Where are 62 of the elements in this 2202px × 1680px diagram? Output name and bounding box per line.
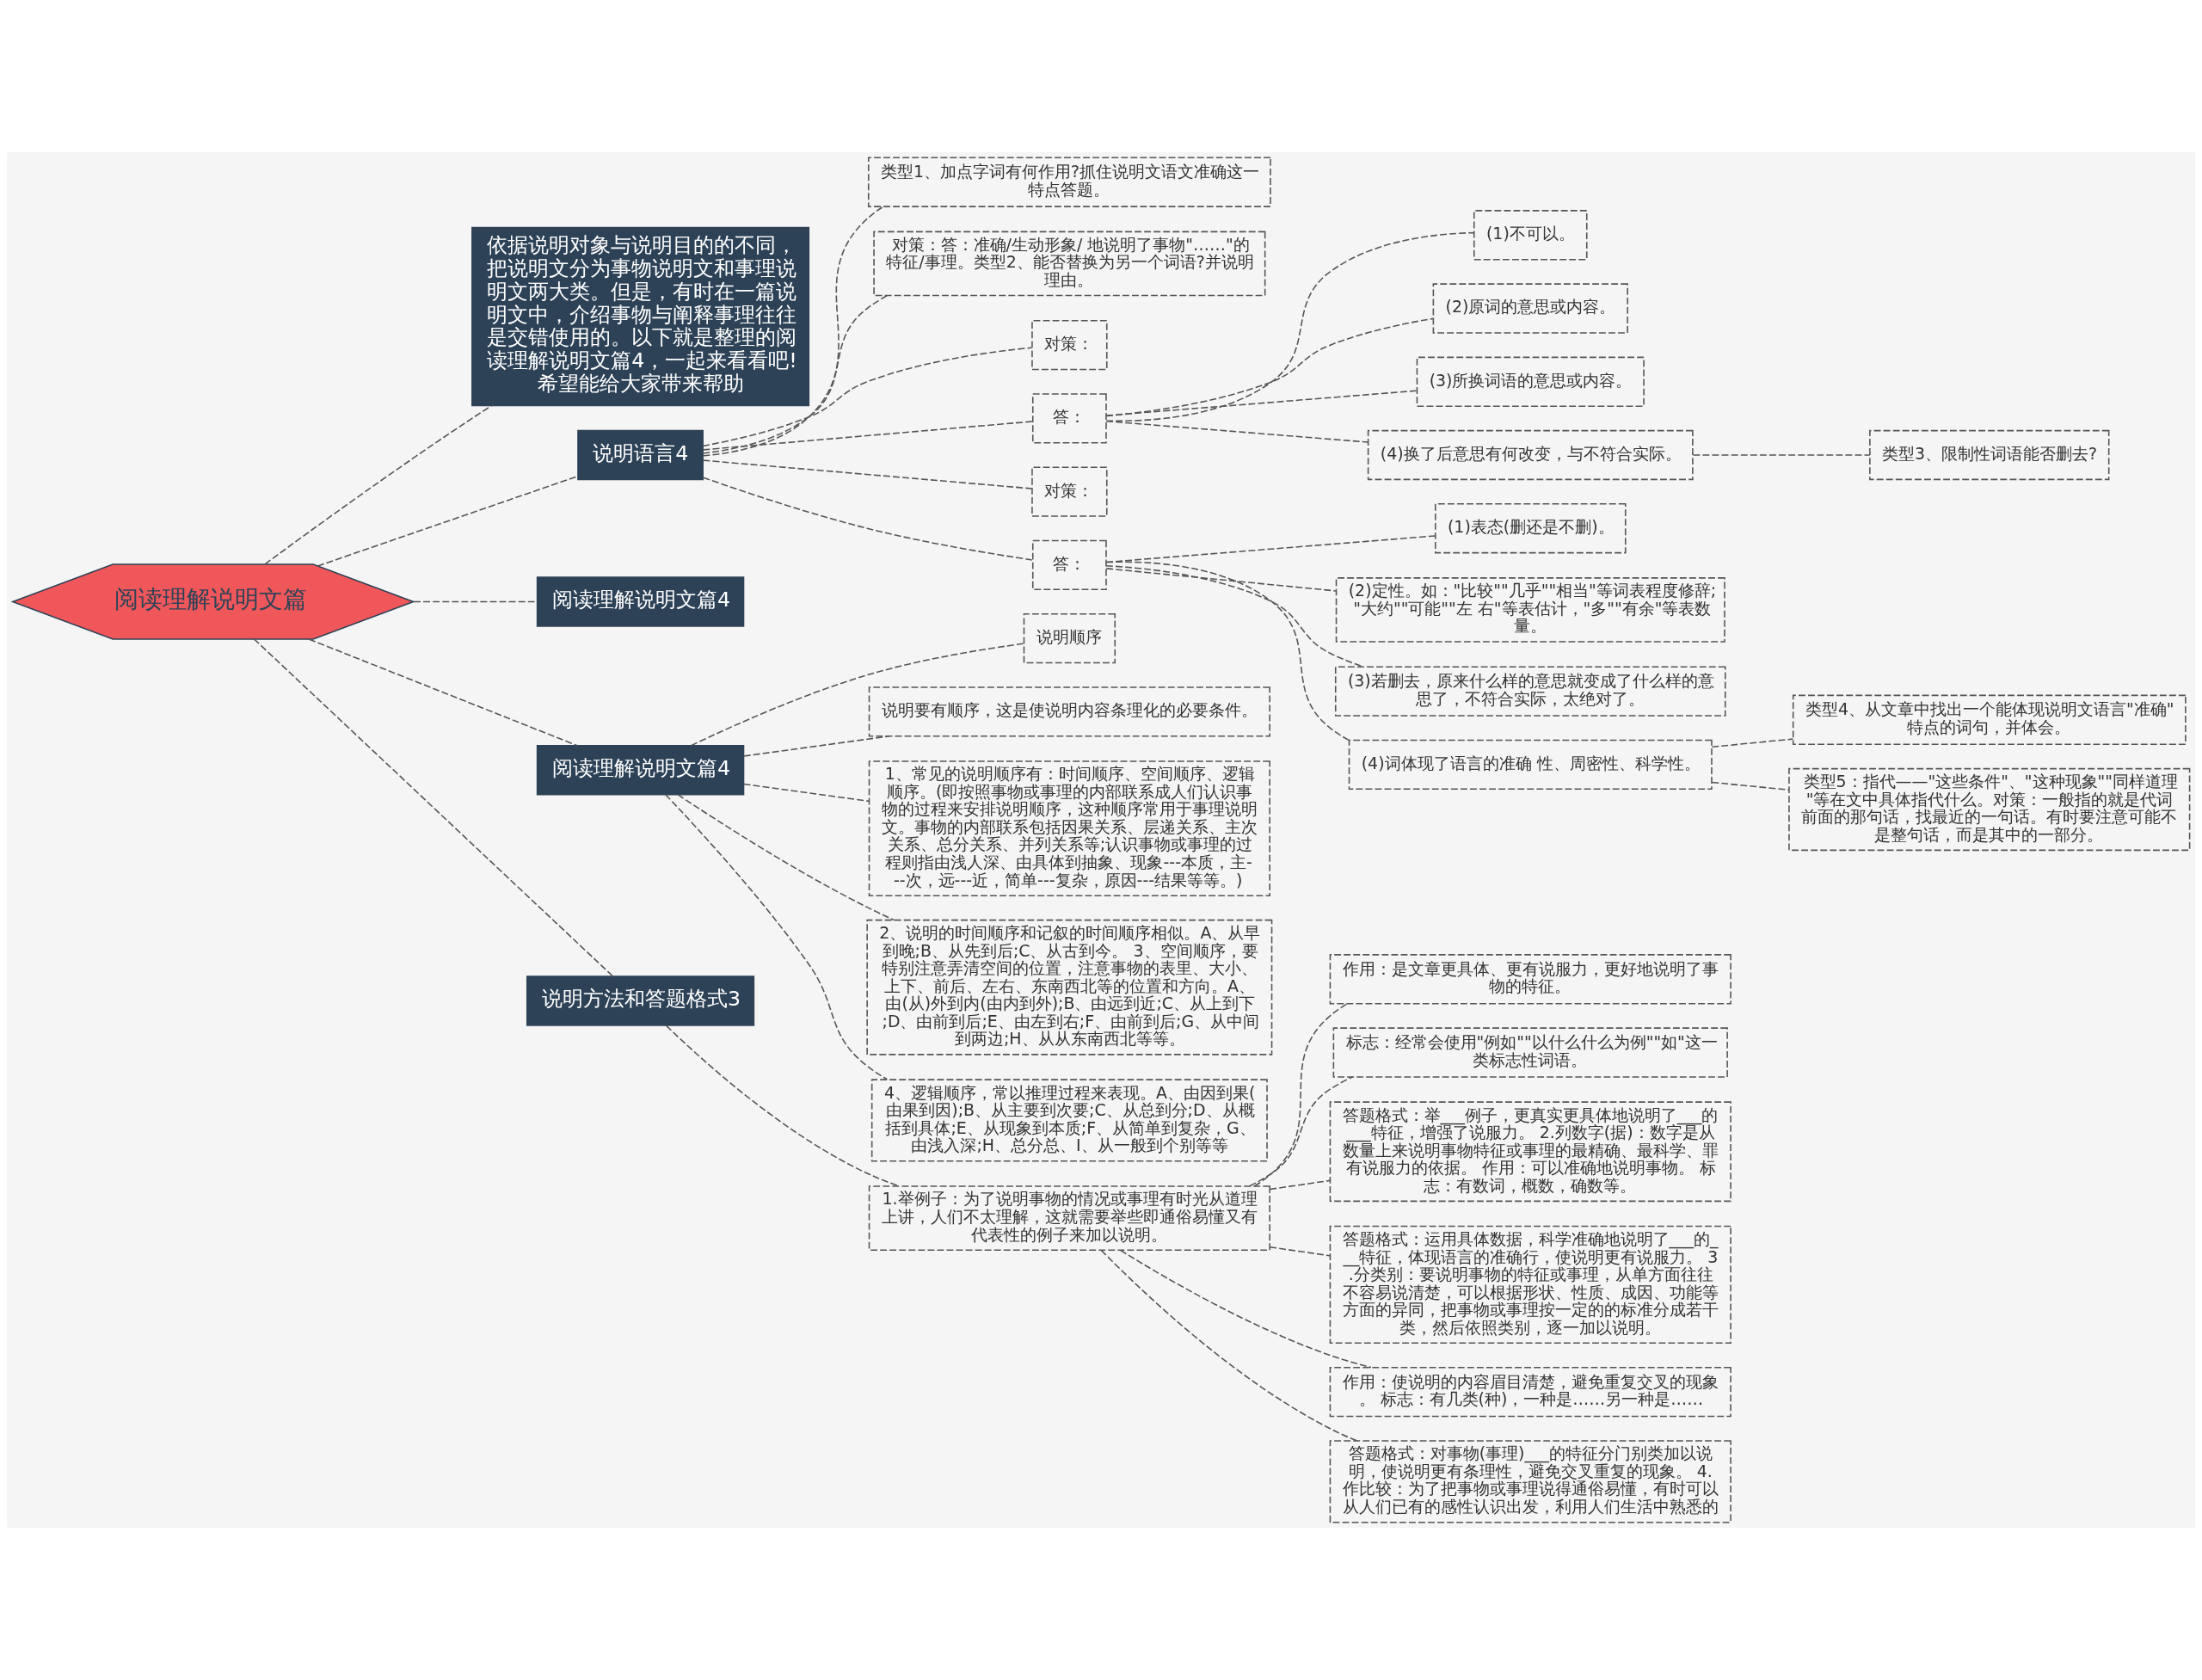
- node-box: 对策：答：准确/生动形象/ 地说明了事物"……"的特征/事理。类型2、能否替换为另一个词语?并说明理由。: [873, 231, 1266, 297]
- connector: [702, 421, 1033, 451]
- connector: [702, 294, 889, 454]
- connector: [1249, 1076, 1354, 1187]
- node-box: 答题格式：举___例子，更真实更具体地说明了___的___特征，增强了说服力。 2.列数字(据)：数字是从数量上来说明事物特征或事理的最精确、最科学、罪有说服力的依据。 作用：可以准确地说明事物。 标志：有数词，概数，确数等。: [1329, 1101, 1731, 1203]
- connector: [690, 643, 1025, 747]
- node-box: 2、说明的时间顺序和记叙的时间顺序相似。A、从早到晚;B、从先到后;C、从古到今。 3、空间顺序，要特别注意弄清空间的位置，注意事物的表里、大小、上下、前后、左右、东南西北等的位置和方向。A、由(从)外到内(由内到外);B、由远到近;C、从上到下;D、由前到后;E、由左到右;F、由前到后;G、从中间到两边;H、从从东南西北等等。: [866, 919, 1273, 1055]
- node-box: 类型1、加点字词有何作用?抓住说明文语文准确这一特点答题。: [867, 157, 1271, 207]
- connector: [1711, 738, 1794, 748]
- node-box: 作用：是文章更具体、更有说服力，更好地说明了事物的特征。: [1329, 954, 1731, 1005]
- node-box: 答题格式：对事物(事理)___的特征分门别类加以说明，使说明更有条理性，避免交叉重复的现象。 4.作比较：为了把事物或事理说得通俗易懂，有时可以从人们已有的感性认识出发，利用人们生活中熟悉的: [1329, 1440, 1731, 1523]
- node-box: (2)定性。如："比较""几乎""相当"等词表程度修辞;"大约""可能""左 右"等表估计，"多""有余"等表数量。: [1335, 577, 1725, 643]
- node-box: (3)所换词语的意思或内容。: [1416, 356, 1645, 407]
- connector: [1253, 1003, 1349, 1187]
- connector: [702, 459, 1033, 489]
- node-box: (1)不可以。: [1473, 210, 1588, 261]
- connector: [743, 783, 870, 803]
- node-box: 答：: [1031, 539, 1107, 591]
- node-box: 1.举例子：为了说明事物的情况或事理有时光从道理上讲，人们不太理解，这就需要举些即通俗易懂又有代表性的例子来加以说明。: [868, 1185, 1270, 1251]
- connector: [1105, 317, 1434, 417]
- node-box: (4)词体现了语言的准确 性、周密性、科学性。: [1348, 739, 1713, 791]
- connector: [1119, 1249, 1372, 1369]
- connector: [1711, 781, 1790, 791]
- connector: [665, 793, 889, 1080]
- connector: [1105, 390, 1418, 416]
- connector: [702, 477, 1034, 561]
- node-box: 说明方法和答题格式3: [526, 975, 755, 1026]
- node-box: 阅读理解说明文篇4: [536, 576, 745, 627]
- node-box: 类型5：指代——"这些条件"、"这种现象""同样道理"等在文中具体指代什么。对策：一般指的就是代词前面的那句话，找最近的一句话。有时要注意可能不是整句话，而是其中的一部分。: [1788, 767, 2191, 852]
- connector: [743, 735, 890, 757]
- node-box: 答题格式：运用具体数据，科学准确地说明了___的___特征，体现语言的准确行，使说明更有说服力。 3.分类别：要说明事物的特征或事理，从单方面往往不容易说清楚，可以根据形状、性质、成因、功能等方面的异同，把事物或事理按一定的的标准分成若干类，然后依照类别，逐一加以说明。: [1329, 1225, 1731, 1345]
- connector: [1269, 1246, 1331, 1257]
- connector: [308, 638, 579, 747]
- node-box: 阅读理解说明文篇4: [536, 745, 745, 796]
- connector: [702, 347, 1033, 447]
- connector: [253, 638, 613, 977]
- node-box: 对策：: [1031, 466, 1108, 517]
- connector: [1692, 454, 1871, 456]
- node-box: 对策：: [1031, 319, 1108, 371]
- node-box: (1)表态(删还是不删)。: [1434, 503, 1627, 554]
- connector: [702, 206, 884, 457]
- connector: [1105, 561, 1350, 742]
- node-box: (2)原词的意思或内容。: [1432, 283, 1628, 334]
- node-box: 说明要有顺序，这是使说明内容条理化的必要条件。: [868, 686, 1270, 737]
- node-box: 说明语言4: [577, 429, 704, 481]
- node-box: 类型4、从文章中找出一个能体现说明文语言"准确"特点的词句，并体会。: [1792, 694, 2187, 745]
- connector: [1269, 1179, 1331, 1191]
- node-box: 类型3、限制性词语能否删去?: [1869, 429, 2110, 481]
- node-box: 说明顺序: [1023, 612, 1116, 664]
- connector: [264, 404, 493, 565]
- connector: [1105, 231, 1475, 422]
- node-box: 依据说明对象与说明目的的不同，把说明文分为事物说明文和事理说明文两大类。但是，有时在一篇说明文中，介绍事物与阐释事理往往是交错使用的。以下就是整理的阅读理解说明文篇4，一起来看看吧!希望能给大家带来帮助: [471, 226, 810, 407]
- node-box: 答：: [1031, 393, 1107, 444]
- connector: [1105, 420, 1369, 443]
- node-box: 作用：使说明的内容眉目清楚，避免重复交叉的现象。 标志：有几类(种)，一种是……另一种是……: [1329, 1366, 1731, 1418]
- connector: [1105, 568, 1337, 592]
- node-box: (4)换了后意思有何改变，与不符合实际。: [1367, 429, 1694, 481]
- node-box: 1、常见的说明顺序有：时间顺序、空间顺序、逻辑顺序。(即按照事物或事理的内部联系成人们认识事物的过程来安排说明顺序，这种顺序常用于事理说明文。事物的内部联系包括因果关系、层递关系、主次关系、总分关系、并列关系等;认识事物或事理的过程则指由浅人深、由具体到抽象、现象---本质，主---次，远---近，简单---复杂，原因---结果等等。): [868, 760, 1270, 896]
- connector: [413, 600, 538, 603]
- node-box: 4、逻辑顺序，常以推理过程来表现。A、由因到果(由果到因);B、从主要到次要;C、从总到分;D、从概括到具体;E、从现象到本质;F、从简单到复杂，G、由浅入深;H、总分总、I、从一般到个别等等: [870, 1079, 1268, 1162]
- node-box: 标志：经常会使用"例如""以什么什么为例""如"这一类标志性词语。: [1332, 1027, 1728, 1078]
- node-box: (3)若删去，原来什么样的意思就变成了什么样的意思了，不符合实际，太绝对了。: [1334, 666, 1726, 717]
